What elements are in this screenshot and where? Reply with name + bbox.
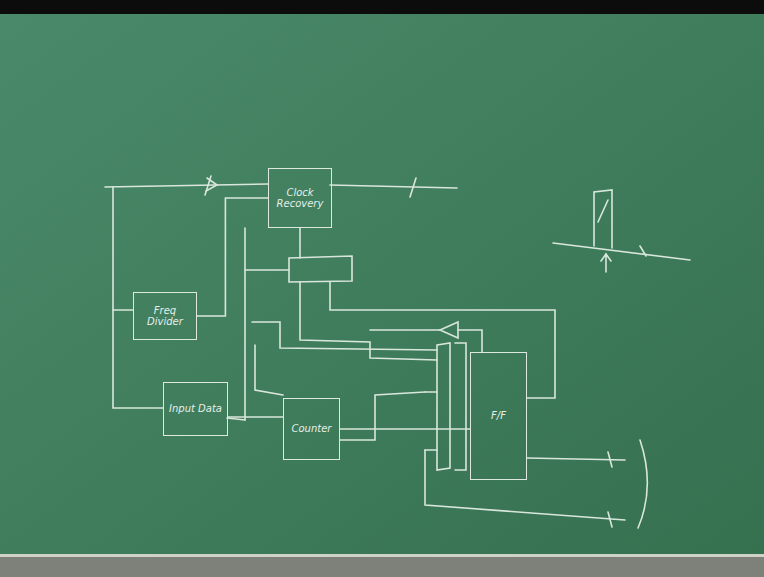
process-box: Counter (283, 398, 340, 460)
box-label: Freq Divider (138, 305, 192, 328)
process-box: Input Data (163, 382, 228, 436)
box-label: F/F (491, 410, 506, 422)
process-box: F/F (470, 352, 527, 480)
box-label: Clock Recovery (273, 187, 327, 210)
box-label: Counter (292, 423, 332, 435)
wire-connector (228, 416, 283, 418)
wire-connector (340, 428, 470, 430)
process-box: Clock Recovery (268, 168, 332, 228)
wire-connector (197, 198, 268, 316)
process-box: Freq Divider (133, 292, 197, 340)
box-label: Input Data (169, 403, 222, 415)
